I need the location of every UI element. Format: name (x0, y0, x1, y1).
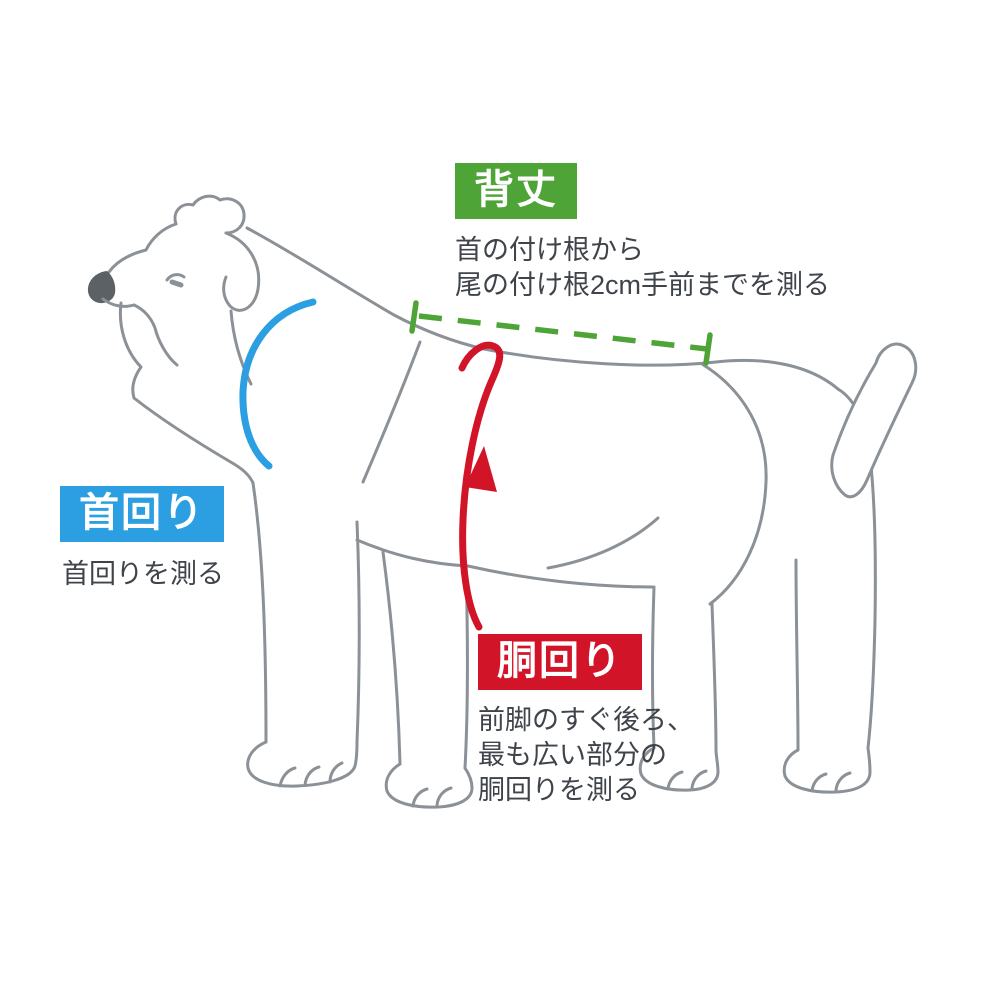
dog-jowl-fold (132, 303, 179, 367)
neck-girth-description-line-1: 首回りを測る (62, 559, 224, 589)
body-girth-label-text: 胴回り (497, 639, 623, 683)
dog-far-rear-paw (638, 746, 720, 792)
dog-front-paw (246, 740, 359, 788)
dog-far-front-paw-toes (411, 786, 453, 808)
girth-measure-group (458, 341, 504, 631)
dog-rear-paw-toes (810, 771, 852, 793)
dog-far-rear-paw-toes (666, 769, 708, 791)
dog-eye-detail (169, 279, 184, 288)
body-girth-description-line-2: 最も広い部分の (478, 740, 667, 770)
dog-eye (165, 273, 186, 282)
dog-throat (229, 309, 253, 386)
dog-front-leg-back-edge (355, 520, 361, 744)
girth-measure-arc (458, 341, 504, 631)
dog-far-front-leg-front-edge (381, 550, 402, 766)
body-girth-description-line-3: 胴回りを測る (478, 775, 640, 805)
dog-far-rear-leg-front-edge (651, 585, 656, 750)
back-length-description-line-2: 尾の付け根2cm手前までを測る (455, 270, 831, 300)
back-length-tick-right (703, 332, 713, 366)
dog-front-leg-front-edge (251, 481, 268, 744)
body-girth-description: 前脚のすぐ後ろ、 最も広い部分の 胴回りを測る (478, 703, 694, 808)
back-length-description-line-1: 首の付け根から (455, 235, 644, 265)
girth-arrowhead-icon (465, 446, 497, 492)
dog-far-front-paw (384, 762, 474, 809)
dog-ear-top (173, 194, 246, 235)
body-girth-label-badge: 胴回り (478, 634, 642, 690)
dog-rear-leg-front-edge (794, 558, 800, 752)
dog-far-rear-leg-back-edge (710, 602, 718, 752)
dog-rear-paw (782, 746, 872, 794)
dog-head-outline (107, 222, 178, 274)
back-length-measure-group (409, 300, 713, 366)
back-length-tick-left (409, 300, 419, 334)
back-length-label-badge: 背丈 (455, 163, 577, 219)
body-girth-description-line-1: 前脚のすぐ後ろ、 (478, 705, 694, 735)
dog-tail (830, 342, 918, 499)
neck-girth-description: 首回りを測る (62, 557, 224, 592)
dog-belly-line (355, 538, 654, 589)
dog-haunch (700, 362, 768, 606)
dog-nose (87, 271, 116, 304)
dog-mouth (101, 297, 136, 308)
dog-shoulder-line (361, 340, 422, 484)
dog-front-paw-toes (278, 761, 344, 788)
dog-jowl (118, 301, 143, 400)
neck-girth-label-badge: 首回り (60, 486, 224, 542)
neck-girth-label-text: 首回り (79, 491, 205, 535)
back-length-label-text: 背丈 (474, 168, 558, 212)
back-length-dashed-line (418, 313, 708, 352)
dog-flank-line (546, 516, 660, 570)
back-length-description: 首の付け根から 尾の付け根2cm手前までを測る (455, 233, 830, 303)
dog-chest-front (132, 396, 255, 485)
neck-measure-arc (239, 298, 317, 470)
dog-ear-flap (222, 231, 261, 312)
